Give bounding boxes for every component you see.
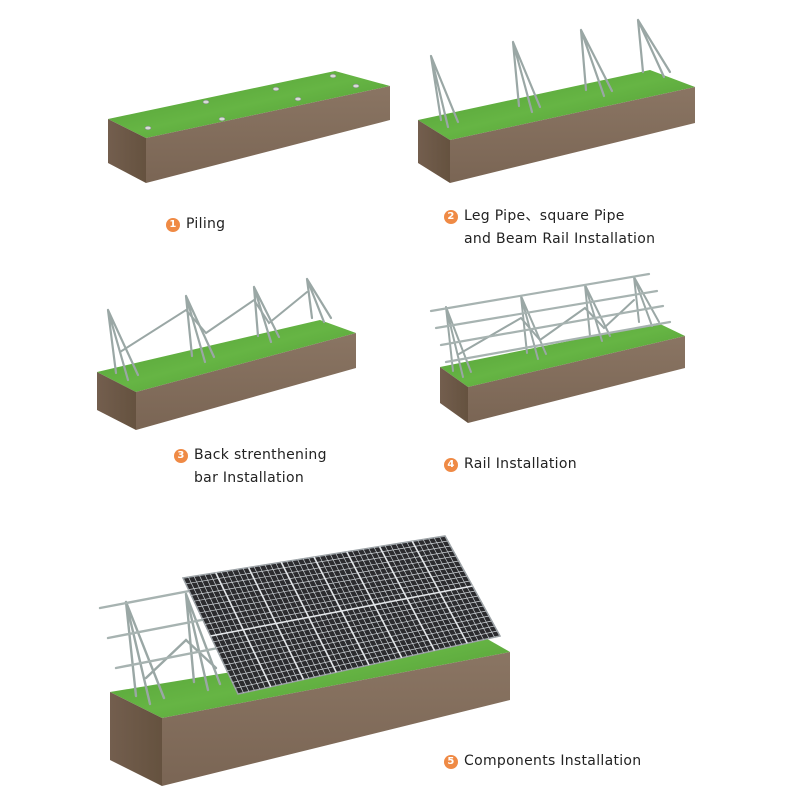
step-3-badge: 3 [174, 449, 188, 463]
scene-leg-pipe [418, 20, 695, 183]
step-1-caption: 1 Piling [166, 213, 225, 236]
step-2-line-2: and Beam Rail Installation [464, 228, 655, 251]
scene-back-bar [97, 279, 356, 430]
step-3-line-1: Back strenthening [194, 444, 327, 467]
step-5-badge: 5 [444, 755, 458, 769]
step-2-line-1: Leg Pipe、square Pipe [464, 205, 655, 228]
step-4-line-1: Rail Installation [464, 453, 577, 476]
scene-piling [108, 71, 390, 183]
scene-rails [431, 274, 685, 423]
step-4-caption: 4 Rail Installation [444, 453, 577, 476]
step-2-badge: 2 [444, 210, 458, 224]
step-2-caption: 2 Leg Pipe、square Pipe and Beam Rail Ins… [444, 205, 655, 251]
step-5-caption: 5 Components Installation [444, 750, 641, 773]
step-1-badge: 1 [166, 218, 180, 232]
step-3-line-2: bar Installation [194, 467, 327, 490]
step-3-caption: 3 Back strenthening bar Installation [174, 444, 327, 490]
step-4-badge: 4 [444, 458, 458, 472]
step-1-line-1: Piling [186, 213, 225, 236]
scene-components [100, 536, 510, 786]
step-5-line-1: Components Installation [464, 750, 641, 773]
